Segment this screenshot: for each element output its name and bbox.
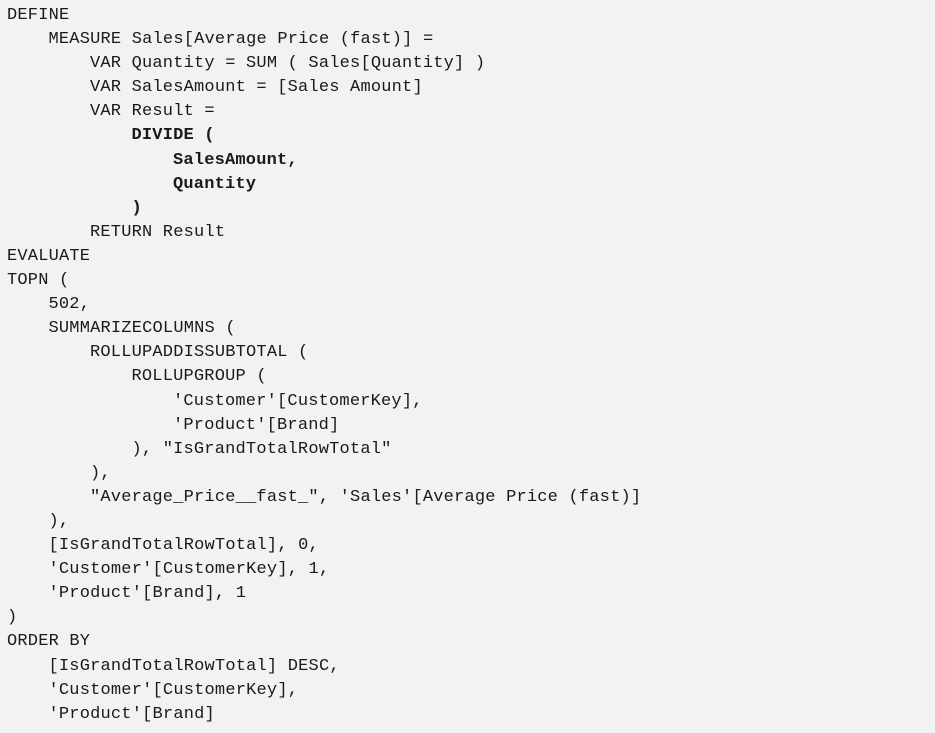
- code-text: 'Customer'[CustomerKey],: [173, 391, 423, 411]
- code-line: VAR Result =: [7, 100, 935, 124]
- code-text: 'Product'[Brand], 1: [48, 584, 247, 604]
- code-text: DEFINE: [7, 6, 70, 25]
- code-text: ): [131, 198, 142, 218]
- code-line: [IsGrandTotalRowTotal] DESC,: [7, 655, 935, 679]
- code-text: ),: [90, 463, 111, 483]
- code-text: 'Customer'[CustomerKey],: [48, 680, 299, 700]
- code-line: ),: [7, 462, 935, 486]
- code-text: ),: [48, 511, 70, 531]
- code-line: TOPN (: [7, 269, 935, 293]
- code-text: [IsGrandTotalRowTotal] DESC,: [48, 656, 340, 676]
- code-line: 502,: [7, 293, 935, 317]
- code-text: ): [7, 608, 18, 628]
- code-line: "Average_Price__fast_", 'Sales'[Average …: [7, 486, 935, 510]
- code-text: ROLLUPGROUP (: [131, 367, 267, 387]
- code-line: SalesAmount,: [7, 149, 935, 173]
- code-text: "Average_Price__fast_", 'Sales'[Average …: [90, 487, 642, 507]
- code-text: MEASURE Sales[Average Price (fast)] =: [48, 30, 434, 50]
- code-text: VAR Result =: [90, 102, 215, 122]
- code-text: SalesAmount,: [173, 150, 298, 170]
- code-text: [IsGrandTotalRowTotal], 0,: [48, 536, 319, 556]
- code-text: 'Customer'[CustomerKey], 1,: [48, 560, 330, 580]
- code-line: 'Customer'[CustomerKey], 1,: [7, 558, 935, 582]
- code-line: DIVIDE (: [7, 124, 935, 148]
- code-text: DIVIDE (: [131, 126, 215, 146]
- code-line: ),: [7, 510, 935, 534]
- code-line: RETURN Result: [7, 221, 935, 245]
- code-line: ): [7, 197, 935, 221]
- code-text: ORDER BY: [7, 632, 91, 652]
- code-text: 502,: [48, 295, 91, 315]
- code-line: DEFINE: [7, 4, 935, 28]
- code-line: 'Customer'[CustomerKey],: [7, 390, 935, 414]
- code-line: ): [7, 606, 935, 630]
- code-line: 'Product'[Brand]: [7, 703, 935, 727]
- code-line: SUMMARIZECOLUMNS (: [7, 317, 935, 341]
- code-text: EVALUATE: [7, 246, 91, 266]
- code-text: ROLLUPADDISSUBTOTAL (: [90, 343, 309, 363]
- code-text: Quantity: [173, 174, 257, 194]
- code-line: EVALUATE: [7, 245, 935, 269]
- code-text: VAR SalesAmount = [Sales Amount]: [90, 78, 423, 98]
- code-line: ORDER BY: [7, 630, 935, 654]
- code-line: MEASURE Sales[Average Price (fast)] =: [7, 28, 935, 52]
- code-line: ), "IsGrandTotalRowTotal": [7, 438, 935, 462]
- code-line: 'Product'[Brand]: [7, 414, 935, 438]
- code-line: Quantity: [7, 173, 935, 197]
- code-line: ROLLUPGROUP (: [7, 365, 935, 389]
- code-line: VAR SalesAmount = [Sales Amount]: [7, 76, 935, 100]
- code-line: ROLLUPADDISSUBTOTAL (: [7, 341, 935, 365]
- code-text: 'Product'[Brand]: [48, 704, 215, 724]
- code-text: RETURN Result: [90, 222, 226, 242]
- code-line: VAR Quantity = SUM ( Sales[Quantity] ): [7, 52, 935, 76]
- code-line: 'Product'[Brand], 1: [7, 582, 935, 606]
- code-line: [IsGrandTotalRowTotal], 0,: [7, 534, 935, 558]
- code-line: 'Customer'[CustomerKey],: [7, 679, 935, 703]
- code-text: TOPN (: [7, 271, 70, 291]
- code-text: VAR Quantity = SUM ( Sales[Quantity] ): [90, 54, 486, 74]
- code-text: ), "IsGrandTotalRowTotal": [131, 439, 392, 459]
- code-text: SUMMARIZECOLUMNS (: [48, 319, 236, 339]
- code-text: 'Product'[Brand]: [173, 415, 340, 435]
